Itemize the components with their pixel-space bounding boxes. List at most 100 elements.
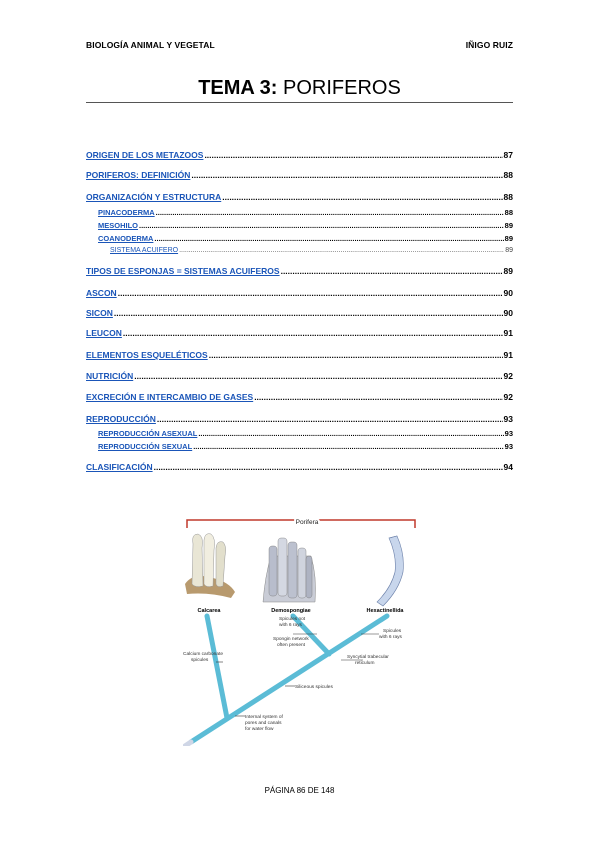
toc-page-number: 92 (503, 392, 513, 402)
toc-entry[interactable]: REPRODUCCIÓN 93 (86, 414, 513, 424)
toc-page-number: 88 (503, 170, 513, 180)
toc-entry-link[interactable]: LEUCON (86, 328, 122, 338)
toc-leader-dots (134, 371, 502, 381)
title-underline (86, 102, 513, 103)
toc-leader-dots (114, 308, 503, 318)
toc-entry[interactable]: SICON 90 (86, 308, 513, 318)
title-prefix: TEMA 3: (198, 77, 278, 99)
toc-entry-link[interactable]: SICON (86, 308, 113, 318)
toc-entry[interactable]: COANODERMA 89 (86, 234, 513, 243)
taxon-demospongiae: Demospongiae (271, 608, 310, 614)
porifera-phylogeny-figure: Porifera Calcarea Demospongiae Hexactine… (183, 516, 421, 746)
toc-entry-link[interactable]: MESOHILO (98, 221, 139, 230)
toc-leader-dots (154, 234, 503, 243)
hexactinellida-illustration (376, 535, 404, 607)
toc-page-number: 88 (503, 192, 513, 202)
toc-leader-dots (179, 247, 504, 254)
toc-entry-link[interactable]: REPRODUCCIÓN (86, 414, 156, 424)
porifera-bracket (186, 519, 416, 528)
page-footer: PÁGINA 86 DE 148 (264, 786, 335, 795)
toc-page-number: 91 (503, 350, 513, 360)
toc-page-number: 90 (503, 308, 513, 318)
toc-page-number: 91 (503, 328, 513, 338)
toc-page-number: 87 (503, 150, 513, 160)
demospongiae-illustration (262, 537, 316, 603)
toc-entry-link[interactable]: NUTRICIÓN (86, 371, 134, 381)
toc-leader-dots (191, 170, 502, 180)
label-siliceous: Siliceous spicules (295, 684, 333, 690)
toc-leader-dots (154, 462, 503, 472)
toc-entry-link[interactable]: ORIGEN DE LOS METAZOOS (86, 150, 204, 160)
phylogeny-branches (188, 613, 390, 745)
toc-page-number: 89 (503, 266, 513, 276)
toc-entry-link[interactable]: SISTEMA ACUÍFERO (110, 247, 179, 254)
header-author: IÑIGO RUIZ (465, 40, 513, 50)
toc-entry-link[interactable]: COANODERMA (98, 234, 154, 243)
toc-leader-dots (209, 350, 503, 360)
toc-entry[interactable]: MESOHILO 89 (86, 221, 513, 230)
toc-entry[interactable]: ORIGEN DE LOS METAZOOS 87 (86, 150, 513, 160)
toc-entry[interactable]: PORIFEROS: DEFINICIÓN 88 (86, 170, 513, 180)
toc-leader-dots (139, 221, 504, 230)
demospongiae-branch (290, 613, 332, 657)
toc-leader-dots (222, 192, 502, 202)
toc-leader-dots (156, 208, 504, 217)
toc-entry[interactable]: PINACODERMA 88 (86, 208, 513, 217)
toc-page-number: 89 (505, 247, 513, 254)
toc-entry[interactable]: REPRODUCCIÓN ASEXUAL 93 (86, 429, 513, 438)
toc-entry-link[interactable]: REPRODUCCIÓN ASEXUAL (98, 429, 198, 438)
toc-leader-dots (157, 414, 503, 424)
toc-entry-link[interactable]: ORGANIZACIÓN Y ESTRUCTURA (86, 192, 222, 202)
toc-entry-link[interactable]: PINACODERMA (98, 208, 155, 217)
toc-entry-link[interactable]: EXCRECIÓN E INTERCAMBIO DE GASES (86, 392, 254, 402)
toc-page-number: 93 (503, 414, 513, 424)
toc-entry[interactable]: ELEMENTOS ESQUELÉTICOS 91 (86, 350, 513, 360)
calcarea-branch (204, 613, 230, 721)
toc-leader-dots (123, 328, 503, 338)
taxon-calcarea: Calcarea (198, 608, 222, 614)
calcarea-illustration (185, 533, 235, 598)
toc-entry[interactable]: EXCRECIÓN E INTERCAMBIO DE GASES 92 (86, 392, 513, 402)
toc-entry[interactable]: LEUCON 91 (86, 328, 513, 338)
toc-page-number: 89 (504, 221, 513, 230)
toc-leader-dots (254, 392, 502, 402)
toc-entry[interactable]: ORGANIZACIÓN Y ESTRUCTURA 88 (86, 192, 513, 202)
toc-entry[interactable]: NUTRICIÓN 92 (86, 371, 513, 381)
toc-page-number: 93 (504, 429, 513, 438)
toc-leader-dots (198, 429, 503, 438)
title-text: PORIFEROS (277, 77, 401, 99)
toc-entry[interactable]: REPRODUCCIÓN SEXUAL93 (86, 442, 513, 451)
toc-entry-link[interactable]: CLASIFICACIÓN (86, 462, 153, 472)
toc-leader-dots (193, 442, 503, 451)
page-title: TEMA 3: PORIFEROS (86, 76, 513, 100)
toc-entry[interactable]: TIPOS DE ESPONJAS = SISTEMAS ACUIFEROS 89 (86, 266, 513, 276)
porifera-label: Porifera (296, 519, 319, 526)
toc-entry-link[interactable]: PORIFEROS: DEFINICIÓN (86, 170, 191, 180)
toc-leader-dots (281, 266, 503, 276)
toc-leader-dots (204, 150, 502, 160)
toc-leader-dots (118, 288, 503, 298)
taxon-hexactinellida: Hexactinellida (367, 608, 405, 614)
toc-entry-link[interactable]: ASCON (86, 288, 117, 298)
toc-entry-link[interactable]: REPRODUCCIÓN SEXUAL (98, 442, 193, 451)
toc-entry[interactable]: SISTEMA ACUÍFERO 89 (86, 247, 513, 254)
toc-entry-link[interactable]: TIPOS DE ESPONJAS = SISTEMAS ACUIFEROS (86, 266, 280, 276)
phylogeny-diagram: Porifera Calcarea Demospongiae Hexactine… (183, 517, 416, 746)
toc-page-number: 88 (504, 208, 513, 217)
page-header: BIOLOGÍA ANIMAL Y VEGETAL IÑIGO RUIZ (86, 40, 513, 54)
toc-page-number: 89 (504, 234, 513, 243)
toc-entry-link[interactable]: ELEMENTOS ESQUELÉTICOS (86, 350, 208, 360)
toc-page-number: 92 (503, 371, 513, 381)
trunk-branch (188, 613, 390, 745)
toc-page-number: 94 (503, 462, 513, 472)
toc-page-number: 90 (503, 288, 513, 298)
header-course: BIOLOGÍA ANIMAL Y VEGETAL (86, 40, 215, 50)
toc-entry[interactable]: CLASIFICACIÓN 94 (86, 462, 513, 472)
toc-entry[interactable]: ASCON 90 (86, 288, 513, 298)
